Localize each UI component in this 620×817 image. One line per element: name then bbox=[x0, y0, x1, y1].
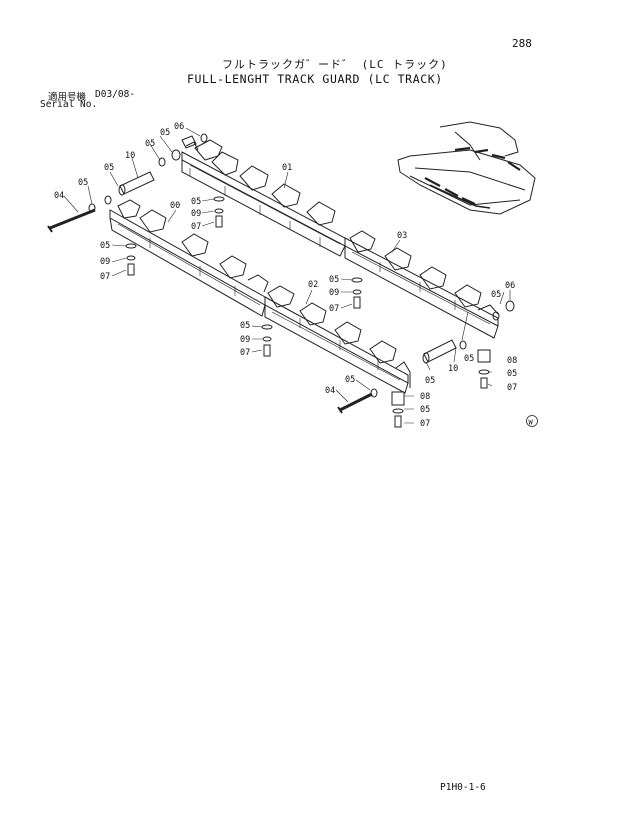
callout-08: 08 bbox=[507, 356, 517, 366]
callout-10: 10 bbox=[448, 364, 458, 374]
track-guard-03 bbox=[344, 230, 499, 339]
callout-02: 02 bbox=[308, 280, 318, 290]
page-number: 288 bbox=[512, 37, 532, 50]
callout-05: 05 bbox=[160, 128, 170, 138]
applicability-code: D03/08- bbox=[95, 89, 136, 100]
callout-labels: 06 05 10 05 05 05 04 01 00 05 09 07 05 0… bbox=[54, 122, 517, 429]
callout-05: 05 bbox=[420, 405, 430, 415]
title-english: FULL-LENGHT TRACK GUARD (LC TRACK) bbox=[187, 72, 443, 86]
serial-no-label: Serial No. bbox=[40, 99, 98, 110]
machine-inset-illustration bbox=[397, 121, 536, 215]
title-japanese: フルトラックガ゛ード゛ (LC トラック) bbox=[222, 58, 448, 71]
callout-05: 05 bbox=[78, 178, 88, 188]
hardware-stack-a bbox=[213, 196, 225, 228]
callout-05: 05 bbox=[145, 139, 155, 149]
callout-04: 04 bbox=[325, 386, 335, 396]
hardware-stack-b bbox=[125, 243, 137, 276]
callout-05: 05 bbox=[507, 369, 517, 379]
callout-05: 05 bbox=[329, 275, 339, 285]
callout-04: 04 bbox=[54, 191, 64, 201]
callout-07: 07 bbox=[507, 383, 517, 393]
applicability-label-japanese: 適用号機 bbox=[48, 92, 87, 103]
callout-05: 05 bbox=[345, 375, 355, 385]
callout-07: 07 bbox=[420, 419, 430, 429]
watermark-letter: W bbox=[529, 419, 534, 427]
callout-08: 08 bbox=[420, 392, 430, 402]
callout-05: 05 bbox=[104, 163, 114, 173]
track-guard-00 bbox=[109, 199, 269, 317]
callout-07: 07 bbox=[329, 304, 339, 314]
hardware-stack-c bbox=[351, 277, 363, 309]
callout-09: 09 bbox=[240, 335, 250, 345]
track-guard-02 bbox=[264, 285, 411, 394]
watermark-circle-icon bbox=[526, 415, 538, 427]
callout-03: 03 bbox=[397, 231, 407, 241]
hardware-right bbox=[422, 300, 515, 389]
callout-05: 05 bbox=[100, 241, 110, 251]
callout-05: 05 bbox=[191, 197, 201, 207]
callout-05: 05 bbox=[240, 321, 250, 331]
callout-07: 07 bbox=[240, 348, 250, 358]
callout-05: 05 bbox=[425, 376, 435, 386]
callout-00: 00 bbox=[170, 201, 180, 211]
footer-code: P1H0-1-6 bbox=[440, 782, 486, 793]
hardware-bottom bbox=[337, 388, 405, 428]
callout-05: 05 bbox=[464, 354, 474, 364]
callout-07: 07 bbox=[191, 222, 201, 232]
leader-lines bbox=[63, 127, 511, 424]
callout-09: 09 bbox=[100, 257, 110, 267]
callout-06: 06 bbox=[505, 281, 515, 291]
callout-09: 09 bbox=[191, 209, 201, 219]
callout-07: 07 bbox=[100, 272, 110, 282]
callout-05: 05 bbox=[491, 290, 501, 300]
track-guard-01 bbox=[181, 139, 346, 257]
callout-10: 10 bbox=[125, 151, 135, 161]
callout-09: 09 bbox=[329, 288, 339, 298]
hardware-top-left bbox=[47, 133, 208, 233]
callout-01: 01 bbox=[282, 163, 292, 173]
callout-06: 06 bbox=[174, 122, 184, 132]
hardware-stack-d bbox=[261, 324, 273, 357]
